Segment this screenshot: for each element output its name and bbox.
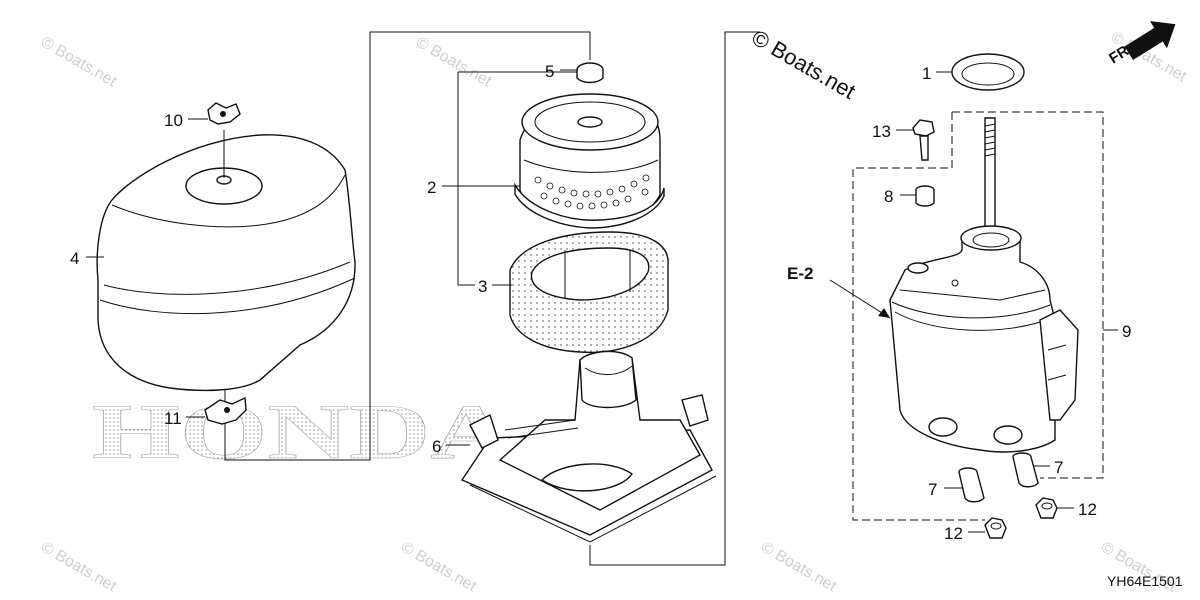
bolt-head <box>912 119 935 137</box>
case-assembly-dashed-box-left <box>852 112 985 521</box>
case-body <box>889 227 1056 453</box>
group-bracket-right <box>589 31 760 566</box>
collar <box>915 185 935 207</box>
diagram-code: YH64E1501 <box>1107 573 1183 589</box>
grommet <box>576 62 604 84</box>
flange-bolt <box>912 119 935 161</box>
brand-logo-text: HONDA <box>92 388 512 475</box>
base-center-boss <box>540 463 633 492</box>
air-cleaner-case <box>889 225 1079 453</box>
air-cleaner-base <box>460 350 717 543</box>
copyright-notice: © Boats.net <box>748 25 860 104</box>
case-drain-left <box>928 417 958 437</box>
callout-labels: 10 4 11 5 2 3 6 1 13 8 E-2 9 7 7 12 12 <box>70 62 1131 543</box>
drain-cap-left <box>984 517 1007 539</box>
case-boss <box>907 262 929 274</box>
base-tab-left <box>469 414 499 449</box>
drain-tube-right <box>1012 452 1039 488</box>
foam-inner-opening <box>530 247 650 301</box>
watermark: © Boats.net <box>38 34 120 91</box>
arrow-icon <box>1124 21 1176 61</box>
leader-lines <box>86 69 1118 533</box>
callout-12-left: 12 <box>944 524 963 543</box>
case-side-bracket <box>1039 309 1079 421</box>
callout-7-right: 7 <box>1054 458 1063 477</box>
filter-gasket <box>514 182 665 229</box>
wing-nut-top <box>207 102 241 125</box>
case-flange-line <box>891 301 1051 319</box>
group-bracket-filter <box>457 72 475 286</box>
cap-top <box>990 522 1002 530</box>
wing-nut-hole <box>224 407 230 413</box>
callout-2: 2 <box>427 178 436 197</box>
callout-11: 11 <box>164 409 182 428</box>
callout-3: 3 <box>478 277 487 296</box>
cover-rim-line-2 <box>99 277 356 315</box>
case-flange-line-2 <box>894 311 1053 331</box>
bolt-shank <box>919 135 929 161</box>
callout-5: 5 <box>545 62 554 81</box>
callout-4: 4 <box>70 249 79 268</box>
group-bracket-left <box>224 31 591 461</box>
callout-6: 6 <box>432 437 441 456</box>
watermark: © Boats.net <box>758 539 840 596</box>
filter-element <box>514 93 665 229</box>
air-cleaner-cover <box>96 130 356 392</box>
case-pin <box>951 279 959 287</box>
callout-10: 10 <box>164 111 183 130</box>
wing-nut-bottom <box>204 396 247 425</box>
callout-7-left: 7 <box>928 480 937 499</box>
cap-top <box>1041 502 1053 510</box>
grommet-side <box>576 70 604 84</box>
callout-13: 13 <box>872 122 891 141</box>
drain-tube-left <box>958 467 985 503</box>
callout-12-right: 12 <box>1078 500 1097 519</box>
base-intake-tube <box>579 350 637 409</box>
case-drain-right <box>993 425 1023 445</box>
cover-body <box>96 134 356 392</box>
reference-arrow-line <box>829 279 891 319</box>
case-neck-top <box>960 225 1022 251</box>
callout-1: 1 <box>922 64 931 83</box>
filter-perforations <box>534 174 650 210</box>
gasket-ring <box>951 53 1025 91</box>
watermark: © Boats.net <box>413 34 495 91</box>
cap-body <box>984 517 1007 539</box>
watermark: © Boats.net <box>38 539 120 596</box>
base-tab-right <box>681 394 709 427</box>
filter-center-hole <box>577 116 603 128</box>
case-bracket-slots <box>1047 344 1067 381</box>
wing-nut-hole <box>220 111 226 117</box>
callout-8: 8 <box>884 187 893 206</box>
base-rib <box>507 427 579 439</box>
brand-mark: HONDA <box>92 388 513 476</box>
cap-body <box>1035 497 1058 519</box>
cover-rim-line <box>103 261 351 295</box>
base-tray-rim <box>469 475 717 543</box>
reference-label-e2: E-2 <box>787 264 813 283</box>
tube-side <box>1012 456 1039 488</box>
collar-side <box>915 190 935 207</box>
cover-top-edge <box>111 174 346 228</box>
base-rib <box>504 419 576 431</box>
case-neck-bore <box>972 232 1010 248</box>
gasket-inner <box>961 62 1015 86</box>
tube-side <box>958 471 985 503</box>
watermark: © Boats.net <box>398 539 480 596</box>
arrow-head-icon <box>878 308 890 318</box>
case-top-ridge <box>899 289 1046 301</box>
drain-cap-right <box>1035 497 1058 519</box>
callout-9: 9 <box>1122 322 1131 341</box>
case-assembly-dashed-box <box>952 111 1104 479</box>
filter-top-ring <box>534 101 646 143</box>
stud-threads <box>984 123 996 157</box>
foam-element <box>509 231 669 354</box>
filter-pleat-edge <box>523 159 659 173</box>
base-tube-rim <box>584 365 633 375</box>
